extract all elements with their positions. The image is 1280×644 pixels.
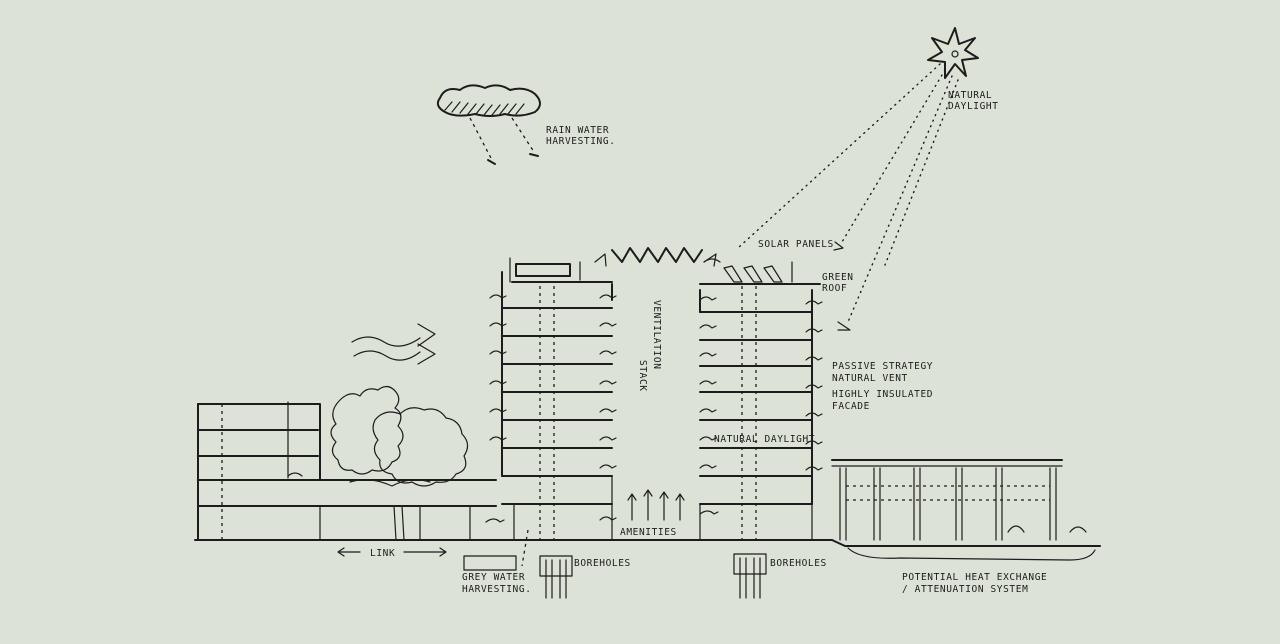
right-pavilion bbox=[831, 459, 1087, 541]
label-boreholes-right: BOREHOLES bbox=[770, 558, 827, 569]
link-arrow bbox=[337, 547, 447, 557]
label-green-roof-1: GREEN bbox=[822, 272, 854, 283]
stack-vent-zigzag bbox=[594, 247, 717, 267]
left-low-building bbox=[197, 401, 497, 541]
label-passive-3: HIGHLY INSULATED bbox=[832, 389, 933, 400]
tree-icon bbox=[330, 385, 469, 541]
label-stack-group: STACK bbox=[637, 360, 648, 392]
label-stack: STACK bbox=[637, 360, 648, 392]
stack-up-arrows bbox=[627, 489, 685, 521]
label-passive-4: FACADE bbox=[832, 401, 870, 412]
label-grey-water-2: HARVESTING. bbox=[462, 584, 532, 595]
label-ventilation: VENTILATION bbox=[651, 300, 662, 370]
label-link: LINK bbox=[370, 548, 395, 559]
daylight-rays bbox=[737, 63, 959, 331]
borehole-left bbox=[539, 555, 573, 599]
label-rain-water-2: HARVESTING. bbox=[546, 136, 616, 147]
label-passive-2: NATURAL VENT bbox=[832, 373, 908, 384]
label-natural-daylight-1: NATURAL bbox=[948, 90, 992, 101]
air-flow-arrows-left bbox=[485, 294, 617, 523]
left-tower bbox=[501, 257, 613, 541]
label-amenities: AMENITIES bbox=[620, 527, 677, 538]
ground-line bbox=[194, 539, 1101, 561]
label-natural-daylight-2: DAYLIGHT bbox=[948, 101, 999, 112]
solar-panel-icon bbox=[703, 258, 793, 283]
cloud-icon bbox=[436, 84, 541, 165]
label-solar-panels: SOLAR PANELS bbox=[758, 239, 834, 250]
label-passive-1: PASSIVE STRATEGY bbox=[832, 361, 933, 372]
air-flow-arrows-right bbox=[699, 296, 823, 515]
grey-water-tank bbox=[463, 529, 529, 571]
label-boreholes-left: BOREHOLES bbox=[574, 558, 631, 569]
label-rain-water-1: RAIN WATER bbox=[546, 125, 609, 136]
borehole-right bbox=[733, 553, 767, 599]
label-heat-exchange-2: / ATTENUATION SYSTEM bbox=[902, 584, 1028, 595]
label-grey-water-1: GREY WATER bbox=[462, 572, 525, 583]
right-tower bbox=[699, 283, 821, 541]
sun-icon bbox=[927, 27, 979, 79]
wind-arrows-icon bbox=[351, 323, 436, 365]
label-ventilation-group: VENTILATION bbox=[651, 300, 662, 370]
label-heat-exchange-1: POTENTIAL HEAT EXCHANGE bbox=[902, 572, 1047, 583]
label-green-roof-2: ROOF bbox=[822, 283, 847, 294]
label-natural-daylight-inline: NATURAL DAYLIGHT bbox=[714, 434, 815, 445]
